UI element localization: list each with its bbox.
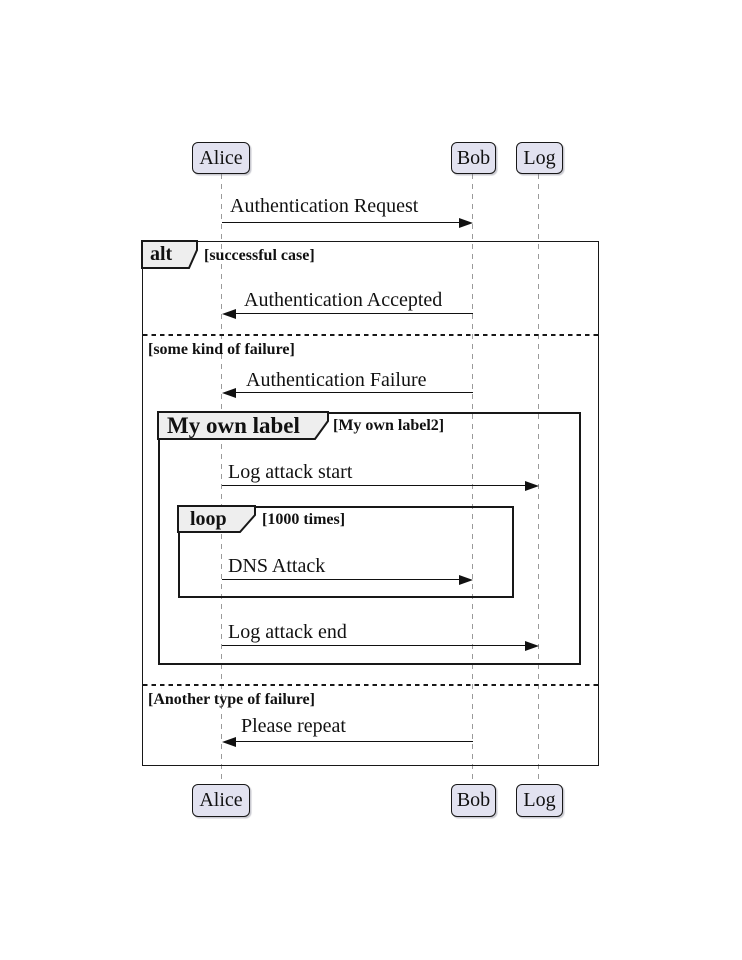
arrowhead-left-icon <box>222 309 236 319</box>
arrowhead-right-icon <box>525 641 539 651</box>
participant-label: Bob <box>456 789 491 811</box>
lifeline-bob <box>472 174 474 784</box>
loop-guard-label: [1000 times] <box>262 511 346 528</box>
lifeline-log <box>538 174 540 784</box>
loop-frame <box>178 506 514 598</box>
arrowhead-right-icon <box>459 218 473 228</box>
participant-label: Log <box>523 789 556 811</box>
arrowhead-left-icon <box>222 388 236 398</box>
participant-log-bottom: Log <box>516 784 563 817</box>
message-label-authentication-request: Authentication Request <box>230 195 419 217</box>
group-operator-tab <box>157 411 329 440</box>
message-label-dns-attack: DNS Attack <box>228 555 326 577</box>
participant-bob-top: Bob <box>451 142 496 174</box>
alt-operator-tab <box>141 240 198 269</box>
message-line <box>229 313 473 314</box>
alt-guard-label: [successful case] <box>204 247 315 264</box>
message-label-please-repeat: Please repeat <box>241 715 346 737</box>
else1-guard-label: [some kind of failure] <box>148 341 295 358</box>
alt-divider-1 <box>143 334 598 336</box>
message-label-authentication-accepted: Authentication Accepted <box>244 289 443 311</box>
message-line <box>222 485 526 486</box>
arrowhead-left-icon <box>222 737 236 747</box>
message-line <box>222 645 526 646</box>
group-frame <box>158 412 581 665</box>
message-line <box>229 392 473 393</box>
lifeline-alice <box>221 174 223 784</box>
message-line <box>222 579 460 580</box>
message-line <box>229 741 473 742</box>
participant-label: Alice <box>199 789 243 811</box>
else2-guard-label: [Another type of failure] <box>148 691 315 708</box>
arrowhead-right-icon <box>525 481 539 491</box>
loop-operator-tab <box>177 505 256 533</box>
participant-bob-bottom: Bob <box>451 784 496 817</box>
alt-frame <box>142 241 599 766</box>
participant-label: Bob <box>456 146 491 169</box>
loop-operator-label: loop <box>190 508 227 530</box>
participant-label: Alice <box>199 146 243 169</box>
message-line <box>222 222 460 223</box>
message-label-log-attack-start: Log attack start <box>228 461 353 483</box>
message-label-authentication-failure: Authentication Failure <box>246 369 427 391</box>
participant-label: Log <box>523 146 556 169</box>
alt-operator-label: alt <box>150 243 173 265</box>
arrowhead-right-icon <box>459 575 473 585</box>
participant-log-top: Log <box>516 142 563 174</box>
participant-alice-top: Alice <box>192 142 250 174</box>
participant-alice-bottom: Alice <box>192 784 250 817</box>
group-guard-label: [My own label2] <box>333 417 445 434</box>
group-operator-label: My own label <box>167 413 300 438</box>
message-label-log-attack-end: Log attack end <box>228 621 347 643</box>
alt-divider-2 <box>143 684 598 686</box>
